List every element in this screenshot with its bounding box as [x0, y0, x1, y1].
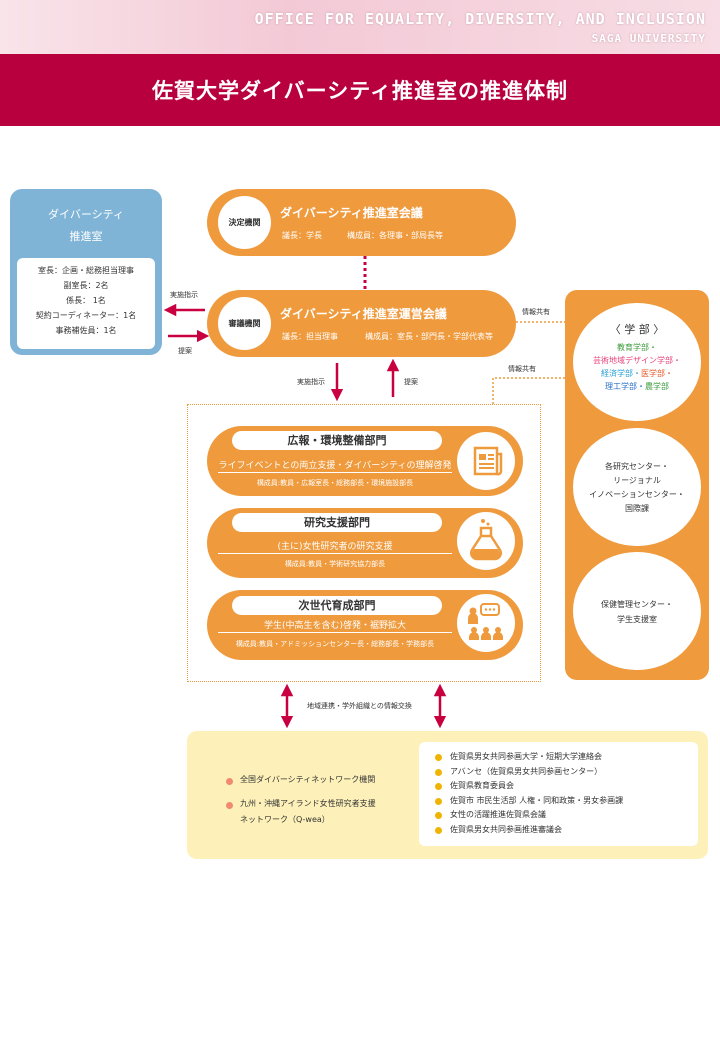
bullet-dot [226, 802, 233, 809]
office-members: 室長：企画・総務担当理事 副室長：2名 係長： 1名 契約コーディネーター：1名… [17, 258, 155, 349]
office-member: 契約コーディネーター：1名 [35, 311, 137, 320]
department-desc: ライフイベントとの両立支援・ダイバーシティの理解啓発 [218, 458, 452, 473]
national-org-item: ネットワーク（Q-wea） [240, 815, 330, 824]
department-title: 広報・環境整備部門 [232, 431, 442, 450]
department-desc: 学生(中高生を含む)啓発・裾野拡大 [218, 618, 452, 633]
regional-org-item: 佐賀県教育委員会 [435, 779, 698, 794]
regional-org-item: 女性の活躍推進佐賀県会議 [435, 808, 698, 823]
university-name-en: SAGA UNIVERSITY [591, 32, 706, 45]
deliberation-chair: 議長：担当理事 [282, 332, 338, 341]
national-org-item: 九州・沖縄アイランド女性研究者支援 [240, 799, 376, 808]
group-presentation-icon [457, 594, 515, 652]
center-item: リージョナル [613, 476, 661, 485]
faculties-heading: 〈 学 部 〉 [609, 323, 665, 336]
faculty-item: 教育学部・ [617, 343, 657, 352]
center-item: 国際課 [625, 504, 649, 513]
research-centers-circle: 各研究センター・ リージョナル イノベーションセンター・ 国際課 [573, 428, 701, 546]
faculty-item: 農学部 [645, 382, 669, 391]
office-member: 副室長：2名 [63, 281, 109, 290]
proposal-label-mid: 提案 [404, 378, 418, 386]
top-banner [0, 0, 720, 54]
departments-frame [187, 404, 541, 682]
regional-org-item: 佐賀県男女共同参画大学・短期大学連絡会 [435, 750, 698, 765]
instruction-label-mid: 実施指示 [297, 378, 325, 386]
center-item: 各研究センター・ [605, 462, 669, 471]
newspaper-icon [457, 432, 515, 490]
info-share-line-2 [492, 377, 565, 404]
health-item: 学生支援室 [617, 615, 657, 624]
instruction-label-left: 実施指示 [170, 291, 198, 299]
regional-exchange-label: 地域連携・学外組織との情報交換 [307, 702, 412, 710]
deliberation-members: 構成員：室長・部門長・学部代表等 [365, 332, 493, 341]
center-item: イノベーションセンター・ [589, 490, 685, 499]
office-member: 係長： 1名 [66, 296, 106, 305]
regional-org-item: 佐賀県男女共同参画推進審議会 [435, 823, 698, 838]
deliberation-title: ダイバーシティ推進室運営会議 [280, 307, 447, 321]
info-share-label-2: 情報共有 [508, 365, 536, 373]
faculties-circle: 〈 学 部 〉 教育学部・ 芸術地域デザイン学部・ 経済学部・医学部・ 理工学部… [573, 303, 701, 421]
department-desc: (主に)女性研究者の研究支援 [218, 539, 452, 554]
proposal-label-left: 提案 [178, 347, 192, 355]
department-title: 研究支援部門 [232, 513, 442, 532]
page-title: 佐賀大学ダイバーシティ推進室の推進体制 [152, 79, 568, 103]
regional-org-item: 佐賀市 市民生活部 人権・同和政策・男女参画課 [435, 794, 698, 809]
health-item: 保健管理センター・ [601, 600, 673, 609]
regional-orgs-list: 佐賀県男女共同参画大学・短期大学連絡会 アバンセ（佐賀県男女共同参画センター） … [419, 742, 698, 846]
department-title: 次世代育成部門 [232, 596, 442, 615]
office-name-en: OFFICE FOR EQUALITY, DIVERSITY, AND INCL… [254, 10, 706, 28]
faculty-item: 芸術地域デザイン学部・ [593, 356, 681, 365]
decision-members: 構成員：各理事・部局長等 [347, 231, 443, 240]
diversity-office-title: ダイバーシティ 推進室 [48, 208, 124, 243]
regional-org-item: アバンセ（佐賀県男女共同参画センター） [435, 765, 698, 780]
flask-icon [457, 512, 515, 570]
decision-title: ダイバーシティ推進室会議 [280, 206, 423, 220]
faculty-item: 理工学部・ [605, 382, 645, 391]
info-share-label-1: 情報共有 [522, 308, 550, 316]
national-org-item: 全国ダイバーシティネットワーク機関 [240, 775, 376, 784]
faculty-item: 経済学部・ [601, 369, 641, 378]
faculty-item: 医学部・ [641, 369, 673, 378]
decision-badge: 決定機関 [218, 196, 271, 249]
health-center-circle: 保健管理センター・ 学生支援室 [573, 552, 701, 670]
department-members: 構成員:教員・アドミッションセンター長・総務部長・学務部長 [235, 640, 435, 648]
bullet-dot [226, 778, 233, 785]
department-members: 構成員:教員・広報室長・総務部長・環境施設部長 [256, 479, 414, 487]
decision-chair: 議長：学長 [282, 231, 322, 240]
department-members: 構成員:教員・学術研究協力部長 [284, 560, 386, 568]
deliberation-badge: 審議機関 [218, 297, 271, 350]
title-bar: 佐賀大学ダイバーシティ推進室の推進体制 [0, 54, 720, 126]
office-member: 室長：企画・総務担当理事 [38, 266, 134, 275]
office-member: 事務補佐員：1名 [55, 326, 117, 335]
